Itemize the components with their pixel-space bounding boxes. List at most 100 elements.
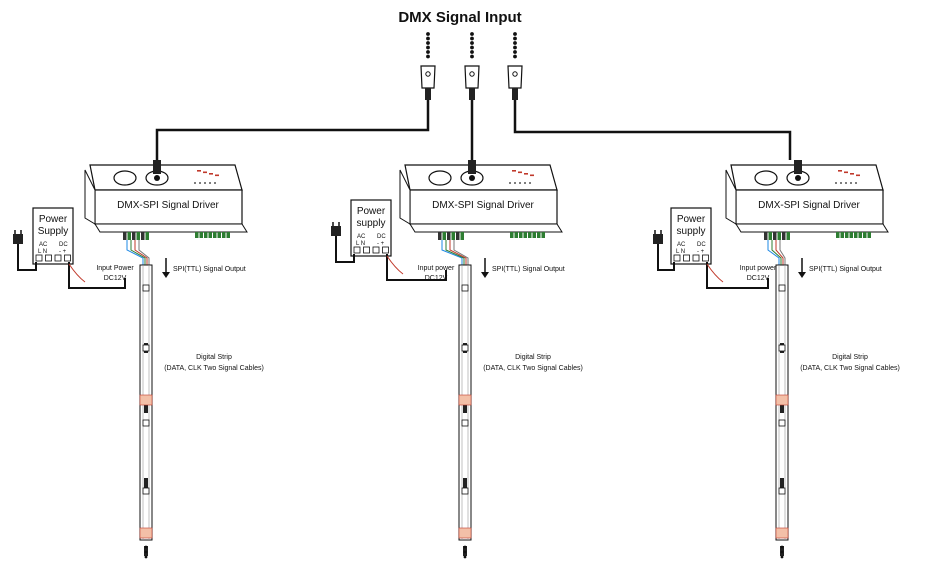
driver-label: DMX-SPI Signal Driver xyxy=(117,200,219,211)
ps-terminal xyxy=(64,254,71,262)
ac-label: AC xyxy=(357,234,366,240)
cut-point xyxy=(775,527,789,539)
ac-mains-plug xyxy=(653,230,675,271)
dc-power-cable xyxy=(706,262,769,289)
cut-point xyxy=(775,394,789,406)
plug-boot xyxy=(425,88,431,100)
led-chip xyxy=(461,487,469,495)
indicator-dot xyxy=(519,182,521,184)
led-chip xyxy=(461,284,469,292)
ps-terminal xyxy=(702,254,709,262)
ps-terminal xyxy=(673,254,681,262)
power-supply-label: Power xyxy=(677,214,706,225)
signal-wire xyxy=(767,240,780,265)
indicator-dot xyxy=(509,182,511,184)
power-supply-label: supply xyxy=(357,218,386,229)
spi-output-label: SPI(TTL) Signal Output xyxy=(173,266,246,273)
cut-point xyxy=(139,527,153,539)
digital-led-strip xyxy=(775,264,789,559)
driver-front-face xyxy=(94,189,243,225)
dc-label: DC xyxy=(377,234,386,240)
plug-boot xyxy=(469,88,475,100)
digital-strip-label: Digital Strip xyxy=(515,354,551,361)
status-marking xyxy=(524,173,528,175)
dotted-lead xyxy=(426,54,430,59)
dotted-lead xyxy=(513,54,517,59)
aux-terminal xyxy=(541,232,545,238)
aux-terminal xyxy=(226,232,230,238)
indicator-dot xyxy=(840,182,842,184)
output-terminal xyxy=(460,232,464,240)
driver-label: DMX-SPI Signal Driver xyxy=(432,200,534,211)
status-marking xyxy=(844,171,848,174)
continuation-dot xyxy=(463,550,467,554)
dotted-lead xyxy=(513,36,517,41)
led-chip xyxy=(142,419,150,427)
ps-terminal xyxy=(353,246,361,254)
socket-pin xyxy=(469,175,475,181)
status-marking xyxy=(856,174,860,177)
power-supply-label: Power xyxy=(39,214,68,225)
indicator-dot xyxy=(850,182,852,184)
output-terminal xyxy=(136,232,140,240)
driver-side-face xyxy=(725,169,737,225)
indicator-dot xyxy=(855,182,857,184)
ac-mains-plug xyxy=(331,222,355,263)
driver-front-face xyxy=(735,189,884,225)
digital-strip-label: Digital Strip xyxy=(196,354,232,361)
led-chip xyxy=(778,419,786,427)
output-terminal xyxy=(132,232,136,240)
aux-terminal xyxy=(510,232,514,238)
signal-wire xyxy=(441,240,463,265)
status-marking xyxy=(512,170,516,172)
dotted-lead xyxy=(513,45,517,50)
input-voltage-label: DC12V xyxy=(425,275,448,282)
digital-strip-sublabel: (DATA, CLK Two Signal Cables) xyxy=(483,365,583,372)
continuation-dot xyxy=(144,545,148,549)
socket-pin xyxy=(795,175,801,181)
aux-terminal xyxy=(195,232,199,238)
dotted-lead xyxy=(426,36,430,41)
plug-pin xyxy=(425,71,431,77)
indicator-dot xyxy=(845,182,847,184)
dotted-lead xyxy=(513,41,517,45)
output-terminal xyxy=(786,232,790,240)
ac-cable xyxy=(335,236,355,263)
dc-wire-red xyxy=(706,263,724,283)
output-terminal xyxy=(773,232,777,240)
aux-terminal xyxy=(528,232,532,238)
signal-wire xyxy=(775,240,784,265)
indicator-dot xyxy=(514,182,516,184)
led-chip xyxy=(461,344,469,352)
ps-terminal xyxy=(683,254,690,262)
dmx-socket-plug xyxy=(153,160,161,174)
aux-terminal xyxy=(213,232,217,238)
output-terminal xyxy=(438,232,442,240)
dc-label: DC xyxy=(697,242,706,248)
plug-body xyxy=(464,65,480,89)
ln-label: L N xyxy=(676,249,685,255)
dmx-in-socket xyxy=(428,170,452,186)
indicator-dot xyxy=(529,182,531,184)
output-terminal xyxy=(782,232,786,240)
dc-power-cable xyxy=(68,262,126,289)
dmx-socket-plug xyxy=(468,160,476,174)
output-terminal xyxy=(442,232,446,240)
ac-label: AC xyxy=(39,242,48,248)
dotted-lead xyxy=(426,50,430,54)
input-power-label: Input power xyxy=(418,265,455,272)
aux-terminal xyxy=(863,232,867,238)
spi-arrow-head xyxy=(481,272,489,278)
continuation-dot xyxy=(463,545,467,549)
led-chip xyxy=(778,487,786,495)
ps-terminal xyxy=(45,254,52,262)
aux-terminal xyxy=(854,232,858,238)
continuation-dot xyxy=(463,555,467,559)
dotted-lead xyxy=(470,32,474,36)
